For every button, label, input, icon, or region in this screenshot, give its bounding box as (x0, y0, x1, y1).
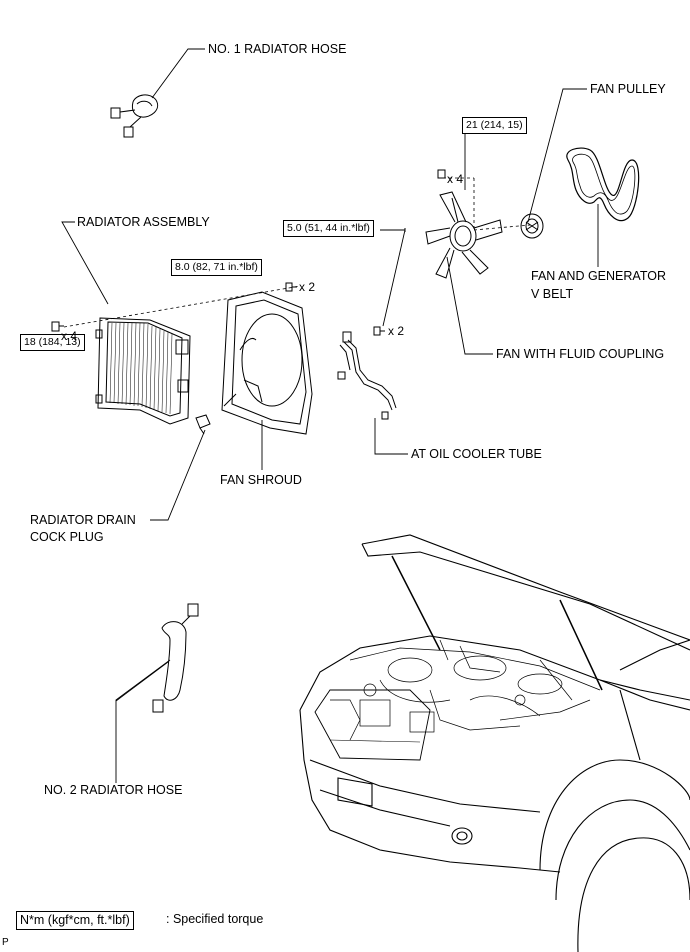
label-radiator-assembly: RADIATOR ASSEMBLY (77, 215, 210, 229)
radiator-bolt-drawing (51, 282, 297, 332)
label-fan-shroud: FAN SHROUD (220, 473, 302, 487)
legend-description: : Specified torque (166, 912, 264, 926)
fan-pulley-drawing (520, 213, 544, 239)
radiator-drawing (95, 317, 191, 425)
qty-radiator-bolt: x 4 (61, 329, 78, 343)
no2-radiator-hose-drawing (152, 603, 199, 713)
fan-drawing (425, 169, 503, 279)
at-oil-cooler-tube-drawing (337, 326, 397, 420)
drain-plug-drawing (195, 414, 211, 435)
legend-torque-unit-box: N*m (kgf*cm, ft.*lbf) (16, 911, 134, 930)
label-radiator-drain-line1: RADIATOR DRAIN (30, 513, 136, 527)
corner-mark: P (2, 937, 9, 948)
vehicle-drawing (299, 534, 690, 952)
fan-shroud-drawing (221, 291, 313, 435)
label-at-oil-cooler-tube: AT OIL COOLER TUBE (411, 447, 542, 461)
qty-fan-nut: x 4 (447, 172, 464, 186)
qty-oil-cooler-bolt: x 2 (388, 324, 405, 338)
torque-shroud-bolt: 8.0 (82, 71 in.*lbf) (171, 259, 262, 276)
torque-radiator-bolt: 18 (184, 13) (20, 334, 85, 351)
label-no1-radiator-hose: NO. 1 RADIATOR HOSE (208, 42, 347, 56)
no1-radiator-hose-drawing (110, 94, 158, 138)
torque-oil-cooler-bolt: 5.0 (51, 44 in.*lbf) (283, 220, 374, 237)
leader-lines (61, 48, 599, 783)
v-belt-drawing (566, 147, 640, 222)
label-fan-with-fluid-coupling: FAN WITH FLUID COUPLING (496, 347, 665, 361)
label-radiator-drain-line2: COCK PLUG (30, 530, 104, 544)
label-fan-pulley: FAN PULLEY (590, 82, 666, 96)
label-fan-generator-v-belt-line2: V BELT (531, 287, 574, 301)
torque-fan-nut: 21 (214, 15) (462, 117, 527, 134)
qty-shroud-bolt: x 2 (299, 280, 316, 294)
assembly-dashed-lines (63, 177, 531, 328)
label-no2-radiator-hose: NO. 2 RADIATOR HOSE (44, 783, 183, 797)
label-fan-generator-v-belt-line1: FAN AND GENERATOR (531, 269, 666, 283)
